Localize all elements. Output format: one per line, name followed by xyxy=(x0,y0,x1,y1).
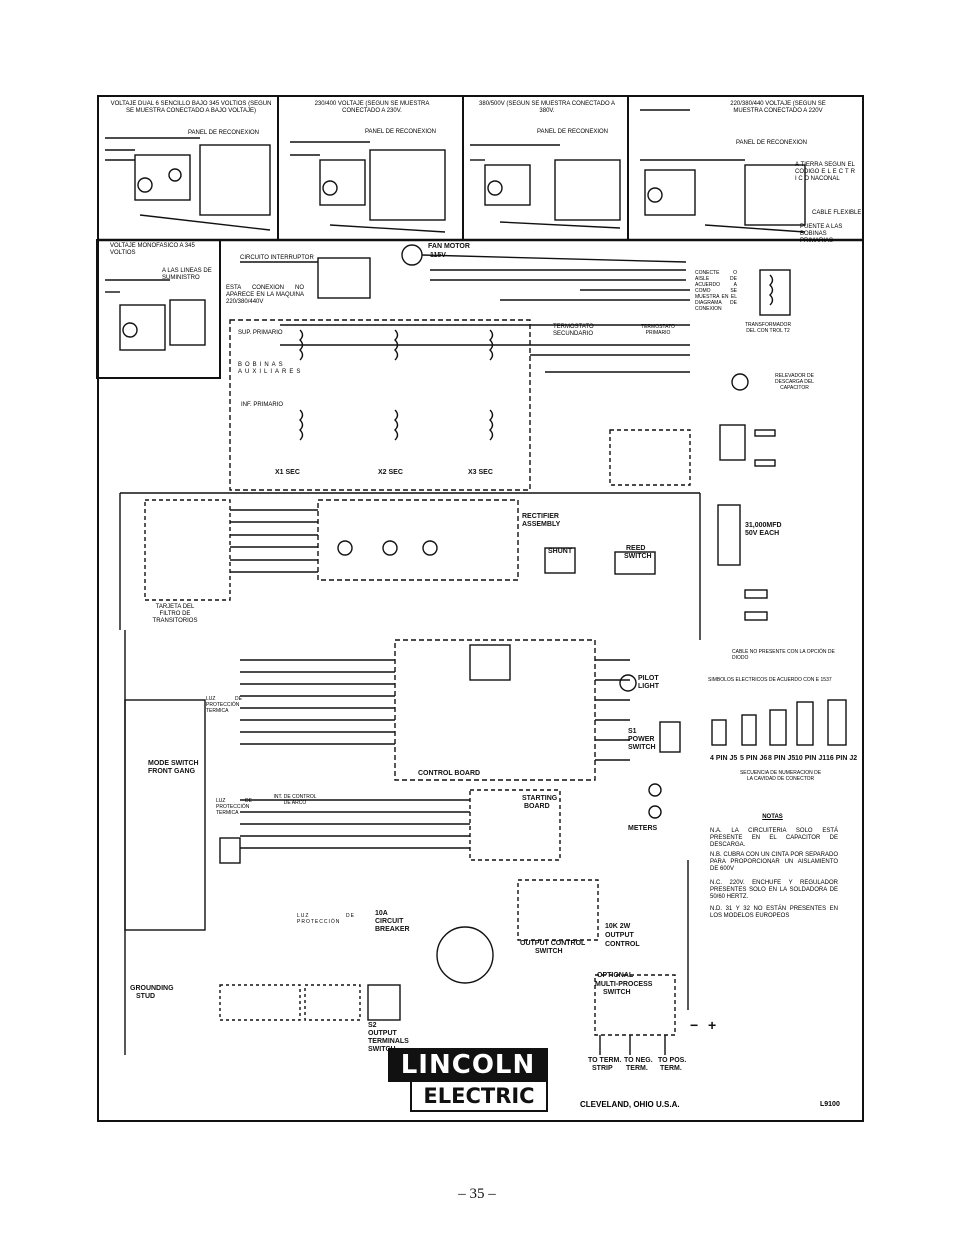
svg-text:10 PIN J1: 10 PIN J1 xyxy=(795,755,826,762)
svg-text:S2: S2 xyxy=(368,1022,377,1029)
note-nb: N.B. CUBRA CON UN CINTA POR SEPARADO PAR… xyxy=(710,852,838,872)
label-panel-1: PANEL DE RECONEXION xyxy=(188,130,260,136)
label-supply-lines: A LAS LINEAS DE SUMINISTRO xyxy=(162,268,212,281)
footer-part-number: L9100 xyxy=(820,1101,840,1108)
svg-text:REED: REED xyxy=(626,545,645,552)
svg-text:50V EACH: 50V EACH xyxy=(745,530,779,537)
svg-text:STARTING: STARTING xyxy=(522,795,558,802)
label-inf-primary: INF. PRIMARIO xyxy=(241,402,284,408)
svg-text:8 PIN J5: 8 PIN J5 xyxy=(768,755,795,762)
label-elec-symbols: SIMBOLOS ELECTRICOS DE ACUERDO CON E 153… xyxy=(708,677,832,683)
label-thermo-primary: TERMOSTATO PRIMARIO xyxy=(641,324,675,336)
svg-text:SWITCH: SWITCH xyxy=(535,948,563,955)
svg-text:+: + xyxy=(708,1017,716,1033)
wiring-diagram-sheet xyxy=(97,95,864,1122)
svg-text:TERM.: TERM. xyxy=(660,1065,682,1072)
notes-title: NOTAS xyxy=(762,814,783,820)
page-number: – 35 – xyxy=(458,1186,496,1202)
svg-text:4 PIN J5: 4 PIN J5 xyxy=(710,755,737,762)
svg-text:BOARD: BOARD xyxy=(524,803,550,810)
svg-text:TO NEG.: TO NEG. xyxy=(624,1057,653,1064)
label-flex-cable: CABLE FLEXIBLE xyxy=(812,210,862,216)
svg-text:FAN MOTOR: FAN MOTOR xyxy=(428,243,470,250)
svg-text:CONTROL: CONTROL xyxy=(605,941,640,948)
label-bridge: PUENTE A LAS BOBINAS PRIMARIAS xyxy=(800,224,843,244)
schematic-text: FAN MOTOR 115V X1 SEC X2 SEC X3 SEC RECTIFI… xyxy=(130,243,857,1072)
label-sup-primary: SUP. PRIMARIO xyxy=(238,330,283,336)
svg-text:OUTPUT: OUTPUT xyxy=(368,1030,398,1037)
note-nc: N.C. 220V. ENCHUFE Y REGULADOR PRESENTES… xyxy=(710,880,838,900)
svg-text:BREAKER: BREAKER xyxy=(375,926,410,933)
svg-text:OUTPUT: OUTPUT xyxy=(605,932,635,939)
label-cap-relay: RELEVADOR DE DESCARGA DEL CAPACITOR xyxy=(775,373,814,391)
svg-text:X2 SEC: X2 SEC xyxy=(378,469,403,476)
logo-bottom: ELECTRIC xyxy=(410,1082,548,1112)
label-diode-cable: CABLE NO PRESENTE CON LA OPCIÓN DE DIODO xyxy=(732,649,835,661)
svg-text:RECTIFIER: RECTIFIER xyxy=(522,513,559,520)
label-dual-voltage: VOLTAJE DUAL 6 SENCILLO BAJO 345 VOLTIOS… xyxy=(110,101,272,114)
svg-text:TO POS.: TO POS. xyxy=(658,1057,686,1064)
svg-text:MODE SWITCH: MODE SWITCH xyxy=(148,760,199,767)
label-breaker-circuit: CIRCUITO INTERRUPTOR xyxy=(240,255,314,261)
label-panel-3: PANEL DE RECONEXION xyxy=(537,129,609,135)
svg-text:PILOT: PILOT xyxy=(638,675,659,682)
label-connect-note: CONECTE O AISLE DE ACUERDO A COMO SE MUE… xyxy=(695,270,737,312)
logo-top: LINCOLN xyxy=(388,1048,548,1082)
svg-text:FRONT GANG: FRONT GANG xyxy=(148,768,196,775)
svg-text:−: − xyxy=(690,1017,698,1033)
note-na: N.A. LA CIRCUITERIA SOLO ESTÁ PRESENTE E… xyxy=(710,828,838,848)
svg-text:S1: S1 xyxy=(628,728,637,735)
lincoln-electric-logo: LINCOLN ELECTRIC xyxy=(388,1048,548,1116)
label-aux-coils: BOBINAS AUXILIARES xyxy=(238,362,304,375)
svg-text:MULTI-PROCESS: MULTI-PROCESS xyxy=(595,981,653,988)
svg-text:GROUNDING: GROUNDING xyxy=(130,985,174,992)
label-thermal-light-3: LUZ DE PROTECCIÓN xyxy=(297,913,355,925)
svg-text:CONTROL BOARD: CONTROL BOARD xyxy=(418,770,480,777)
svg-text:CIRCUIT: CIRCUIT xyxy=(375,918,404,925)
label-panel-2: PANEL DE RECONEXION xyxy=(365,129,437,135)
svg-text:STUD: STUD xyxy=(136,993,155,1000)
label-single-phase: VOLTAJE MONOFASICO A 345 VOLTIOS xyxy=(110,243,195,256)
svg-text:10A: 10A xyxy=(375,910,388,917)
svg-text:LIGHT: LIGHT xyxy=(638,683,660,690)
svg-text:X3 SEC: X3 SEC xyxy=(468,469,493,476)
svg-text:TERMINALS: TERMINALS xyxy=(368,1038,409,1045)
label-ground: A TIERRA SEGUN EL CODIGO E L E C T R I C… xyxy=(795,162,855,182)
svg-text:X1 SEC: X1 SEC xyxy=(275,469,300,476)
svg-text:SWITCH: SWITCH xyxy=(603,989,631,996)
label-not-shown: ESTA CONEXION NO APARECE EN LA MAQUINA 2… xyxy=(226,285,304,305)
label-arc-control: INT. DE CONTROL DE ARCO xyxy=(273,794,317,806)
svg-text:TERM.: TERM. xyxy=(626,1065,648,1072)
svg-text:SWITCH: SWITCH xyxy=(624,553,652,560)
svg-text:POWER: POWER xyxy=(628,736,654,743)
label-control-transformer: TRANSFORMADOR DEL CON TROL T2 xyxy=(744,322,792,334)
svg-text:TO TERM.: TO TERM. xyxy=(588,1057,621,1064)
schematic-lines xyxy=(96,97,864,1055)
svg-text:31,000MFD: 31,000MFD xyxy=(745,522,782,529)
svg-text:16 PIN J2: 16 PIN J2 xyxy=(826,755,857,762)
svg-text:5 PIN J6: 5 PIN J6 xyxy=(740,755,767,762)
svg-text:115V: 115V xyxy=(430,252,446,259)
label-230-400: 230/400 VOLTAJE (SEGUN SE MUESTRA CONECT… xyxy=(314,101,430,114)
label-thermal-light-1: LUZ DE PROTECCIÓN TERMICA xyxy=(206,696,242,714)
label-220-380-440: 220/380/440 VOLTAJE (SEGUN SE MUESTRA CO… xyxy=(730,101,826,114)
label-filter-board: TARJETA DEL FILTRO DE TRANSITORIOS xyxy=(152,604,198,624)
label-380-500: 380/500V (SEGUN SE MUESTRA CONECTADO A 3… xyxy=(479,101,615,114)
label-thermo-secondary: TERMOSTATO SECUNDARIO xyxy=(553,324,594,337)
note-nd: N.D. 31 Y 32 NO ESTÁN PRESENTES EN LOS M… xyxy=(710,906,838,919)
label-pin-sequence: SECUENCIA DE NUMERACION DE LA CAVIDAD DE… xyxy=(739,770,822,782)
label-panel-4: PANEL DE RECONEXION xyxy=(736,140,808,146)
svg-text:SWITCH: SWITCH xyxy=(368,1046,396,1053)
svg-text:OPTIONAL: OPTIONAL xyxy=(597,972,634,979)
svg-text:OUTPUT CONTROL: OUTPUT CONTROL xyxy=(520,940,586,947)
svg-text:SWITCH: SWITCH xyxy=(628,744,656,751)
svg-text:10K 2W: 10K 2W xyxy=(605,923,631,930)
svg-text:SHUNT: SHUNT xyxy=(548,548,573,555)
svg-text:ASSEMBLY: ASSEMBLY xyxy=(522,521,561,528)
label-thermal-light-2: LUZ DE PROTECCIÓN TERMICA xyxy=(216,798,252,816)
svg-text:STRIP: STRIP xyxy=(592,1065,613,1072)
svg-text:METERS: METERS xyxy=(628,825,658,832)
footer-city: CLEVELAND, OHIO U.S.A. xyxy=(580,1100,680,1109)
